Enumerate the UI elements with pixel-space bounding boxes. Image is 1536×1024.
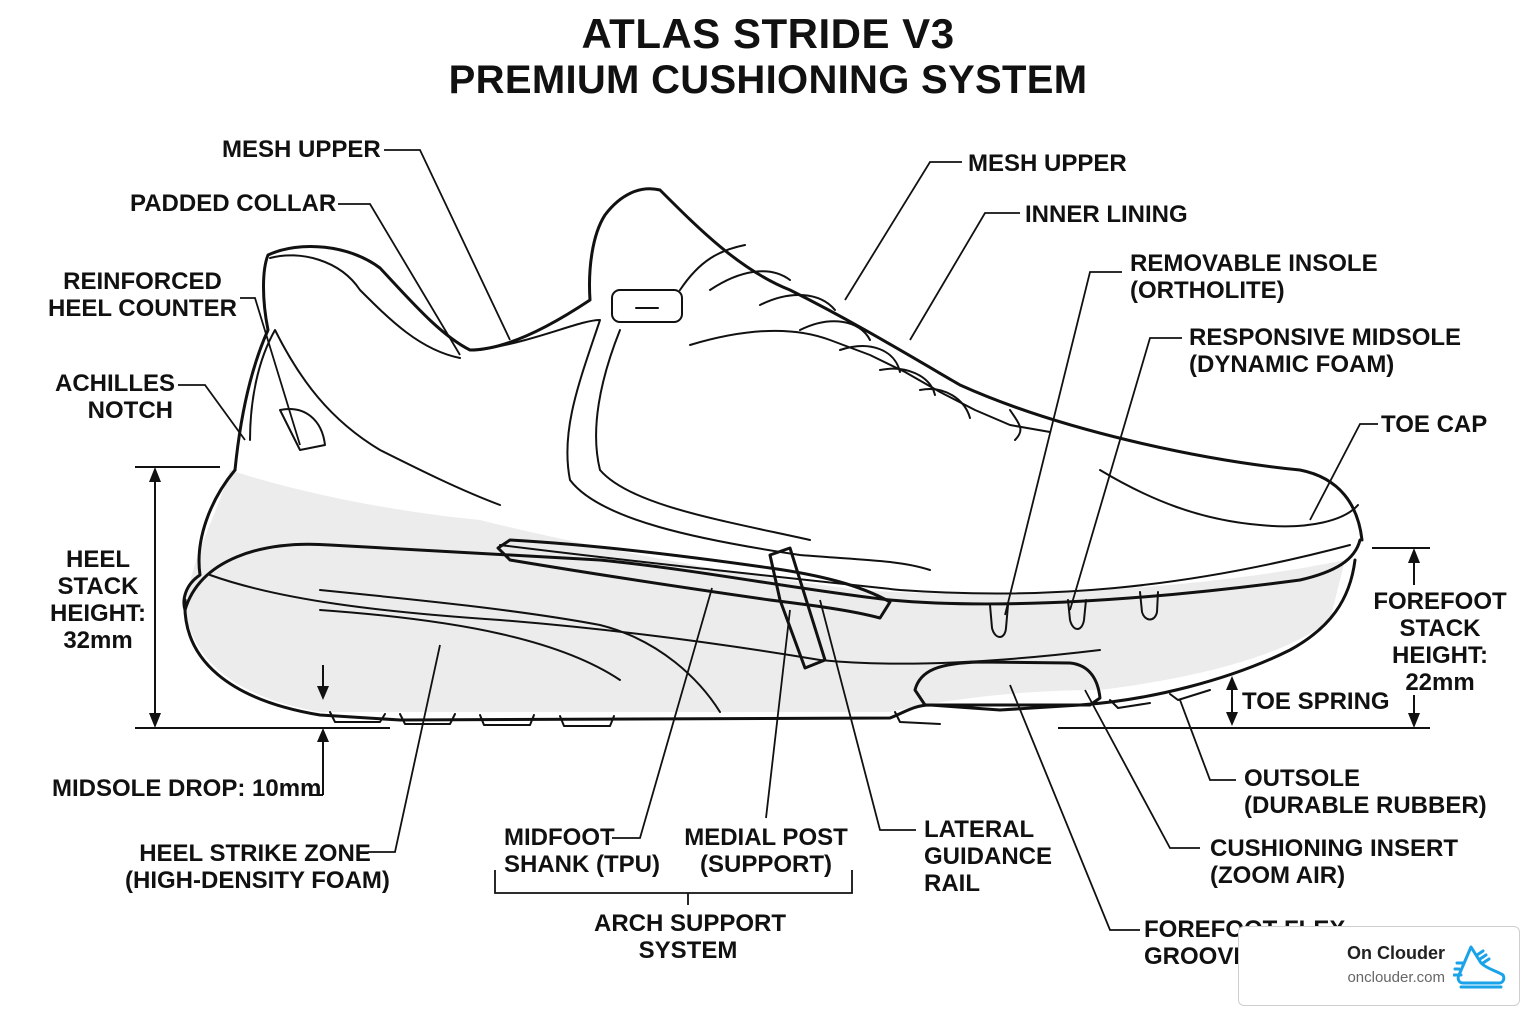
- outsole-outline: [183, 558, 1357, 722]
- leader-heel-counter: [240, 297, 301, 446]
- label-forefoot-stack-height: FOREFOOT STACK HEIGHT: 22mm: [1373, 588, 1507, 696]
- midsole-contour-2: [319, 589, 721, 713]
- running-shoe-icon: [1453, 945, 1506, 989]
- label-heel-stack-height: HEEL STACK HEIGHT: 32mm: [50, 546, 146, 654]
- arch-support-bracket: [494, 870, 853, 894]
- leader-midfoot-shank: [612, 587, 713, 839]
- flex-grooves: [989, 591, 1159, 638]
- diagram-title: ATLAS STRIDE V3: [581, 10, 955, 57]
- leader-mesh-upper-right: [844, 161, 962, 301]
- leader-achilles-notch: [178, 384, 246, 441]
- label-cushioning-insert: CUSHIONING INSERT (ZOOM AIR): [1210, 835, 1459, 889]
- midfoot-shank-shape: [496, 538, 892, 620]
- leader-inner-lining: [909, 212, 1020, 341]
- label-padded-collar: PADDED COLLAR: [130, 190, 337, 217]
- label-heel-counter: REINFORCED HEEL COUNTER: [48, 268, 237, 322]
- side-panel: [479, 319, 931, 571]
- midsole-drop-arrow: [317, 728, 329, 742]
- label-midfoot-shank: MIDFOOT SHANK (TPU): [504, 824, 660, 878]
- label-arch-support-system: ARCH SUPPORT SYSTEM: [594, 910, 787, 964]
- toe-cap-line: [1099, 469, 1359, 528]
- midsole-contour-3: [319, 609, 621, 681]
- toe-spring-arrow-bottom: [1226, 712, 1238, 726]
- leader-padded-collar: [338, 203, 461, 356]
- leader-toe-cap: [1309, 423, 1378, 521]
- heel-stack-arrow-bottom: [149, 713, 161, 728]
- midsole-contour-1: [209, 574, 1101, 665]
- leader-medial-post: [765, 609, 791, 819]
- lace-eyelet-row: [689, 329, 1051, 433]
- side-panel-inner: [595, 329, 811, 541]
- forefoot-stack-arrow-top: [1408, 548, 1420, 563]
- watermark-domain: onclouder.com: [1347, 969, 1445, 986]
- leader-lateral-rail: [819, 599, 916, 831]
- midsole-top-edge: [499, 544, 1351, 595]
- midsole-drop-upper-arrow: [317, 686, 329, 700]
- label-inner-lining: INNER LINING: [1025, 201, 1188, 228]
- label-removable-insole: REMOVABLE INSOLE (ORTHOLITE): [1130, 250, 1378, 304]
- leader-responsive-midsole: [1069, 337, 1182, 611]
- heel-counter-window: [279, 408, 326, 451]
- watermark-name: On Clouder: [1347, 943, 1445, 963]
- leader-mesh-upper-left: [384, 149, 511, 341]
- collar-padding: [269, 254, 461, 359]
- leader-cushioning-insert: [1084, 689, 1200, 849]
- cushioning-insert-shape: [913, 660, 1102, 707]
- medial-post-shape: [768, 546, 827, 670]
- leader-removable-insole: [1004, 271, 1122, 616]
- label-heel-strike-zone: HEEL STRIKE ZONE (HIGH-DENSITY FOAM): [125, 840, 390, 894]
- laces: [679, 244, 1022, 441]
- heel-stack-arrow-top: [149, 467, 161, 482]
- label-responsive-midsole: RESPONSIVE MIDSOLE (DYNAMIC FOAM): [1189, 324, 1462, 378]
- heel-counter-panel: [249, 329, 501, 506]
- outsole-tread: [329, 689, 1211, 727]
- watermark-badge: On Clouder onclouder.com: [1238, 926, 1520, 1006]
- diagram-subtitle: PREMIUM CUSHIONING SYSTEM: [448, 58, 1088, 102]
- leader-forefoot-flex: [1009, 684, 1140, 931]
- label-lateral-guidance-rail: LATERAL GUIDANCE RAIL: [924, 816, 1053, 897]
- label-toe-spring: TOE SPRING: [1242, 688, 1390, 715]
- label-outsole: OUTSOLE (DURABLE RUBBER): [1244, 765, 1487, 819]
- label-midsole-drop: MIDSOLE DROP: 10mm: [52, 775, 322, 802]
- label-medial-post: MEDIAL POST (SUPPORT): [684, 824, 848, 878]
- midsole-shading: [185, 470, 1345, 712]
- label-achilles-notch: ACHILLES NOTCH: [55, 370, 175, 424]
- forefoot-stack-arrow-bottom: [1408, 713, 1420, 728]
- leader-outsole: [1179, 699, 1236, 781]
- label-mesh-upper-left: MESH UPPER: [222, 136, 381, 163]
- lace-tag: [611, 289, 683, 323]
- toe-spring-arrow-top: [1226, 676, 1238, 690]
- label-mesh-upper-right: MESH UPPER: [968, 150, 1127, 177]
- upper-outline: [233, 187, 1364, 542]
- label-toe-cap: TOE CAP: [1381, 411, 1488, 438]
- leader-heel-strike: [368, 644, 441, 853]
